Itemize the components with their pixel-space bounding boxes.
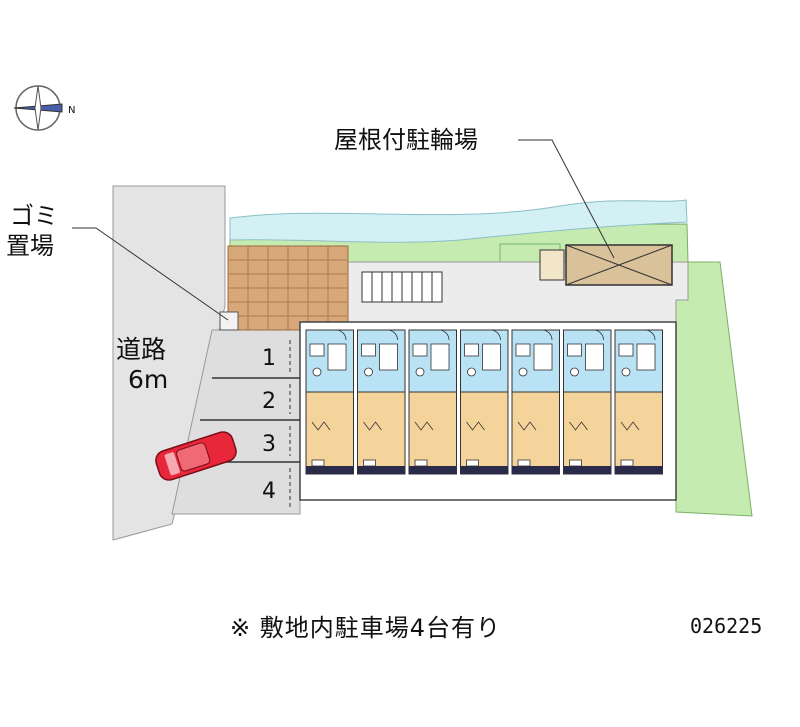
compass-icon: N: [13, 85, 75, 131]
parking-footnote: ※ 敷地内駐車場4台有り: [230, 614, 502, 642]
compass-north-label: N: [68, 105, 75, 116]
garbage-label-line2: 置場: [6, 232, 54, 260]
car-icon: [155, 431, 237, 481]
garbage-label-line1: ゴミ: [10, 202, 58, 230]
garbage-station: [219, 311, 239, 331]
apartment-unit: [357, 329, 406, 475]
road-label-line1: 道路: [116, 335, 166, 364]
road-label-line2: 6m: [128, 365, 168, 394]
property-code: 026225: [690, 614, 763, 638]
garbage-leader-line: [72, 227, 229, 321]
parking-space-3: 3: [262, 432, 276, 457]
parking-space-1: 1: [262, 346, 276, 371]
stairs-steps: [371, 272, 433, 302]
apartment-unit: [614, 329, 663, 475]
bike-parking-label: 屋根付駐輪場: [334, 126, 478, 154]
apartment-unit: [460, 329, 509, 475]
apartment-unit: [305, 329, 354, 475]
apartment-unit: [563, 329, 612, 475]
bike-leader-line: [518, 139, 615, 259]
apartment-units: [305, 329, 663, 475]
water-channel: [229, 199, 688, 243]
apartment-unit: [408, 329, 457, 475]
parking-space-4: 4: [262, 479, 276, 504]
parking-space-2: 2: [262, 389, 276, 414]
planting-bed-pattern: [228, 246, 348, 330]
apartment-unit: [511, 329, 560, 475]
bike-shelter-side: [539, 249, 565, 281]
